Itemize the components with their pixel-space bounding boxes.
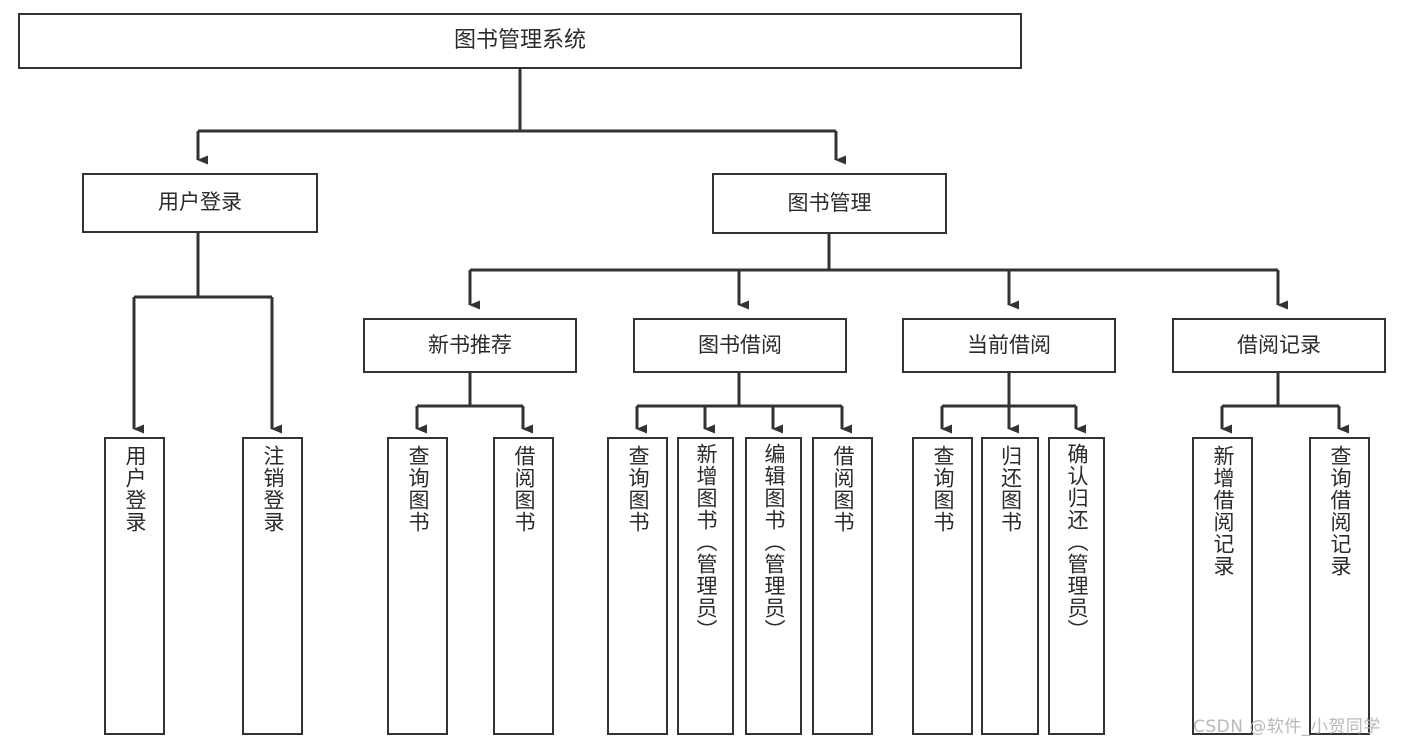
node-leaf-cb-confirm-return[interactable]: 确认归还（管理员） [1048,437,1105,735]
node-root[interactable]: 图书管理系统 [18,13,1022,69]
node-current-borrow-label: 当前借阅 [967,332,1051,357]
node-leaf-cb-query-book[interactable]: 查询图书 [912,437,973,735]
node-leaf-bb-edit-book[interactable]: 编辑图书（管理员） [745,437,802,735]
node-leaf-bb-add-book-label: 新增图书（管理员） [694,443,718,641]
node-book-borrow-label: 图书借阅 [698,332,782,357]
node-borrow-record[interactable]: 借阅记录 [1172,318,1386,373]
node-leaf-cb-query-book-label: 查询图书 [931,445,955,533]
node-leaf-nb-query-book[interactable]: 查询图书 [387,437,448,735]
node-leaf-cb-confirm-return-label: 确认归还（管理员） [1065,443,1089,641]
node-borrow-record-label: 借阅记录 [1237,332,1321,357]
node-new-book-recommend[interactable]: 新书推荐 [363,318,577,373]
node-leaf-cb-return-book-label: 归还图书 [998,445,1023,533]
node-leaf-br-query-record[interactable]: 查询借阅记录 [1309,437,1370,735]
node-new-book-recommend-label: 新书推荐 [428,332,512,357]
node-book-management-label: 图书管理 [787,190,872,215]
node-leaf-bb-add-book[interactable]: 新增图书（管理员） [677,437,734,735]
node-leaf-user-login-label: 用户登录 [123,445,147,533]
node-leaf-logout[interactable]: 注销登录 [242,437,303,735]
node-book-management[interactable]: 图书管理 [712,173,947,234]
node-leaf-br-add-record[interactable]: 新增借阅记录 [1192,437,1253,735]
node-leaf-bb-query-book[interactable]: 查询图书 [607,437,668,735]
node-leaf-nb-query-book-label: 查询图书 [406,445,430,533]
node-leaf-bb-borrow-book-label: 借阅图书 [831,445,855,533]
node-current-borrow[interactable]: 当前借阅 [902,318,1116,373]
node-leaf-br-add-record-label: 新增借阅记录 [1211,445,1235,577]
node-leaf-br-query-record-label: 查询借阅记录 [1328,445,1352,577]
node-user-login-label: 用户登录 [158,190,242,215]
node-leaf-bb-borrow-book[interactable]: 借阅图书 [812,437,873,735]
node-leaf-cb-return-book[interactable]: 归还图书 [981,437,1039,735]
node-user-login[interactable]: 用户登录 [82,173,318,233]
node-root-label: 图书管理系统 [453,27,586,53]
node-leaf-nb-borrow-book-label: 借阅图书 [512,445,536,533]
node-leaf-bb-edit-book-label: 编辑图书（管理员） [762,443,786,641]
node-book-borrow[interactable]: 图书借阅 [633,318,847,373]
node-leaf-logout-label: 注销登录 [261,445,285,533]
node-leaf-bb-query-book-label: 查询图书 [626,445,650,533]
node-leaf-nb-borrow-book[interactable]: 借阅图书 [493,437,554,735]
node-leaf-user-login[interactable]: 用户登录 [104,437,165,735]
watermark: CSDN @软件_小贺同学 [1193,717,1381,737]
